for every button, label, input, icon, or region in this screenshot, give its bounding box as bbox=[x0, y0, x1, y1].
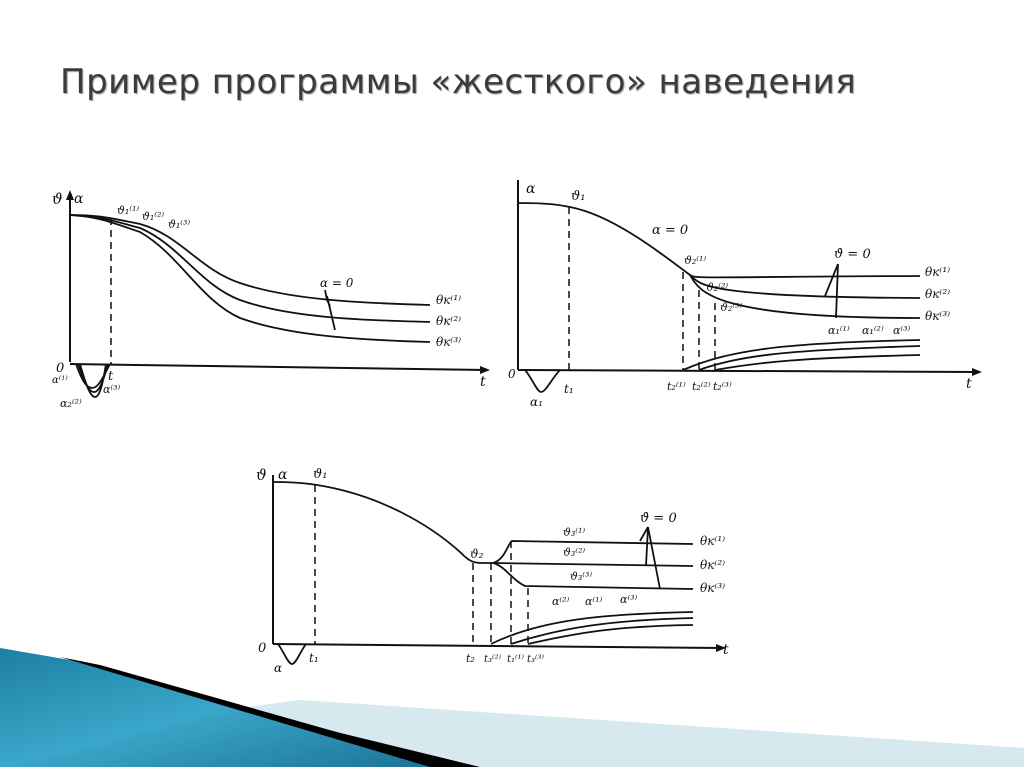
svg-text:α⁽³⁾: α⁽³⁾ bbox=[103, 383, 121, 396]
svg-text:ϑ₃⁽¹⁾: ϑ₃⁽¹⁾ bbox=[563, 526, 585, 539]
svg-text:θк⁽³⁾: θк⁽³⁾ bbox=[700, 581, 725, 595]
diagram-1: ϑ α 0 t t ϑ₁⁽¹⁾ ϑ₁⁽²⁾ ϑ₁⁽³⁾ α = 0 θк⁽¹⁾ … bbox=[52, 190, 490, 410]
svg-text:t₁⁽¹⁾: t₁⁽¹⁾ bbox=[507, 654, 524, 665]
svg-text:θк⁽¹⁾: θк⁽¹⁾ bbox=[925, 265, 950, 279]
origin-label: 0 bbox=[56, 361, 64, 376]
svg-text:ϑ₁⁽³⁾: ϑ₁⁽³⁾ bbox=[168, 218, 190, 231]
svg-text:α⁽¹⁾: α⁽¹⁾ bbox=[585, 595, 603, 608]
svg-text:α₁⁽¹⁾: α₁⁽¹⁾ bbox=[828, 324, 850, 337]
svg-text:t₁: t₁ bbox=[564, 382, 574, 396]
svg-text:α = 0: α = 0 bbox=[652, 223, 688, 238]
svg-text:ϑ₁: ϑ₁ bbox=[571, 189, 586, 204]
svg-text:α₁⁽²⁾: α₁⁽²⁾ bbox=[862, 324, 884, 337]
y-axis-label: α bbox=[526, 181, 536, 197]
origin-label: 0 bbox=[258, 641, 266, 656]
svg-text:ϑ₂⁽¹⁾: ϑ₂⁽¹⁾ bbox=[684, 254, 706, 267]
svg-text:α⁽³⁾: α⁽³⁾ bbox=[893, 324, 911, 337]
y-axis-label-alpha: α bbox=[74, 191, 84, 207]
svg-text:θк⁽¹⁾: θк⁽¹⁾ bbox=[436, 293, 461, 307]
svg-text:ϑ₃⁽³⁾: ϑ₃⁽³⁾ bbox=[570, 570, 592, 583]
svg-text:α₁: α₁ bbox=[530, 395, 543, 409]
x-axis-label: t bbox=[480, 374, 486, 390]
svg-text:ϑ₁: ϑ₁ bbox=[313, 467, 328, 482]
svg-text:ϑ̇ = 0: ϑ̇ = 0 bbox=[834, 247, 871, 262]
y-axis-label-alpha: α bbox=[278, 467, 288, 483]
t-mark: t bbox=[108, 369, 114, 384]
x-axis-label: t bbox=[723, 642, 729, 658]
svg-text:θк⁽¹⁾: θк⁽¹⁾ bbox=[700, 534, 725, 548]
svg-text:ϑ₂⁽²⁾: ϑ₂⁽²⁾ bbox=[706, 281, 728, 294]
svg-text:ϑ₁⁽²⁾: ϑ₁⁽²⁾ bbox=[142, 210, 164, 223]
diagram-3: ϑ α 0 t ϑ₁ t₁ α ϑ₂ t₂ ϑ₃⁽¹⁾ ϑ₃⁽²⁾ ϑ₃⁽³⁾ … bbox=[256, 466, 729, 675]
svg-text:t₂: t₂ bbox=[466, 652, 475, 665]
slide-decoration bbox=[0, 648, 1024, 767]
svg-text:α: α bbox=[274, 661, 282, 675]
svg-text:ϑ₂: ϑ₂ bbox=[470, 547, 484, 561]
svg-text:t₂⁽¹⁾: t₂⁽¹⁾ bbox=[667, 380, 686, 393]
svg-text:t₃⁽³⁾: t₃⁽³⁾ bbox=[527, 654, 544, 665]
svg-text:ϑ₁⁽¹⁾: ϑ₁⁽¹⁾ bbox=[117, 204, 139, 217]
svg-text:θк⁽²⁾: θк⁽²⁾ bbox=[700, 558, 725, 572]
svg-text:α⁽²⁾: α⁽²⁾ bbox=[552, 595, 570, 608]
svg-text:t₂⁽²⁾: t₂⁽²⁾ bbox=[692, 380, 711, 393]
y-axis-label: ϑ bbox=[256, 466, 267, 484]
svg-text:ϑ₂⁽³⁾: ϑ₂⁽³⁾ bbox=[720, 301, 742, 314]
svg-text:α⁽³⁾: α⁽³⁾ bbox=[620, 593, 638, 606]
svg-text:α = 0: α = 0 bbox=[320, 276, 354, 290]
svg-text:ϑ₃⁽²⁾: ϑ₃⁽²⁾ bbox=[563, 546, 585, 559]
svg-text:t₃⁽²⁾: t₃⁽²⁾ bbox=[484, 654, 501, 665]
svg-text:α₂⁽²⁾: α₂⁽²⁾ bbox=[60, 397, 82, 410]
y-axis-label: ϑ bbox=[52, 190, 63, 208]
slide-title: Пример программы «жесткого» наведения bbox=[60, 62, 857, 102]
svg-text:θк⁽²⁾: θк⁽²⁾ bbox=[436, 314, 461, 328]
svg-text:ϑ̇ = 0: ϑ̇ = 0 bbox=[640, 511, 677, 526]
svg-text:t₂⁽³⁾: t₂⁽³⁾ bbox=[713, 380, 732, 393]
x-axis-label: t bbox=[966, 376, 972, 392]
svg-text:α⁽¹⁾: α⁽¹⁾ bbox=[52, 375, 68, 386]
svg-text:θк⁽²⁾: θк⁽²⁾ bbox=[925, 287, 950, 301]
diagram-2: α 0 t ϑ₁ t₁ α₁ α = 0 ϑ₂⁽¹⁾ ϑ₂⁽²⁾ ϑ₂⁽³⁾ ϑ… bbox=[508, 180, 982, 409]
origin-label: 0 bbox=[508, 367, 516, 381]
svg-text:t₁: t₁ bbox=[309, 651, 319, 665]
svg-text:θк⁽³⁾: θк⁽³⁾ bbox=[925, 309, 950, 323]
svg-text:θк⁽³⁾: θк⁽³⁾ bbox=[436, 335, 461, 349]
